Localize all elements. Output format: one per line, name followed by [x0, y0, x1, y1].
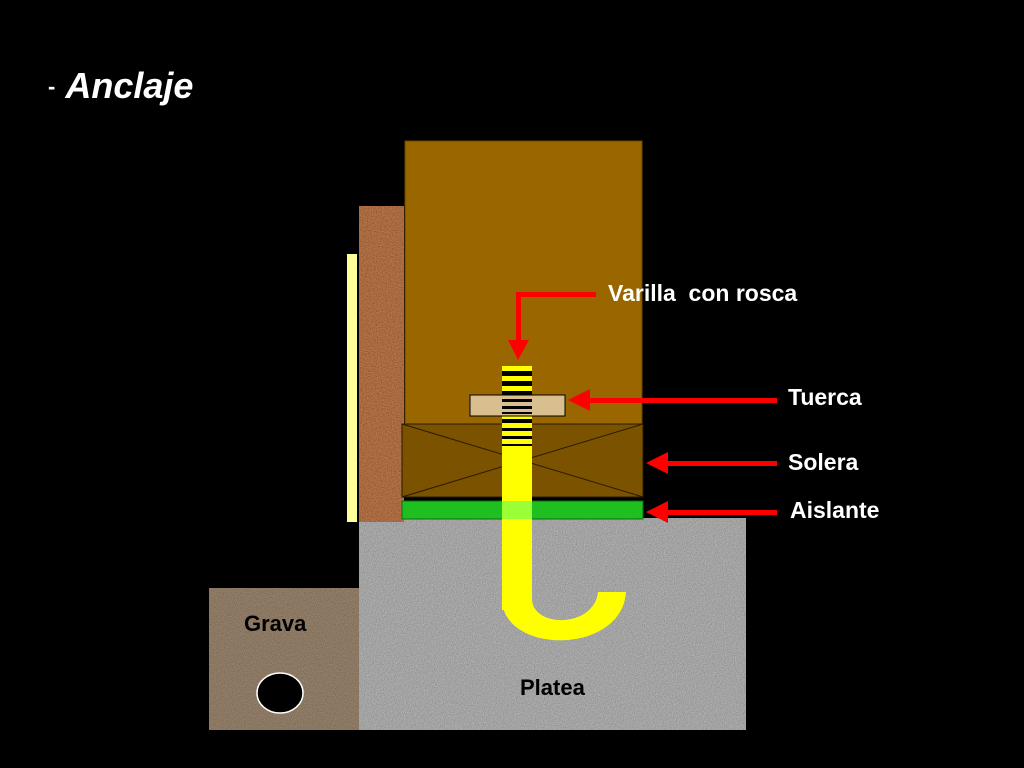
label-grava: Grava [244, 611, 307, 636]
label-tuerca: Tuerca [788, 384, 862, 410]
tuerca-nut [469, 394, 566, 417]
rod-insulator-segment [502, 501, 532, 519]
slide-title: -Anclaje [48, 62, 193, 111]
tuerca-arrow [568, 389, 777, 411]
title-dash: - [48, 74, 56, 99]
rod-threads-over-nut [502, 399, 532, 414]
solera-arrow [646, 452, 777, 474]
trim-strip [347, 254, 357, 522]
aislante-arrow [646, 501, 777, 523]
label-platea: Platea [520, 675, 586, 700]
label-varilla: Varilla con rosca [608, 280, 797, 306]
exterior-cladding [359, 206, 404, 522]
label-aislante: Aislante [790, 497, 879, 523]
title-text: Anclaje [65, 65, 194, 106]
label-solera: Solera [788, 449, 859, 475]
drain-pipe [256, 672, 304, 714]
rod-hook [502, 592, 626, 641]
varilla-arrow [508, 292, 596, 360]
